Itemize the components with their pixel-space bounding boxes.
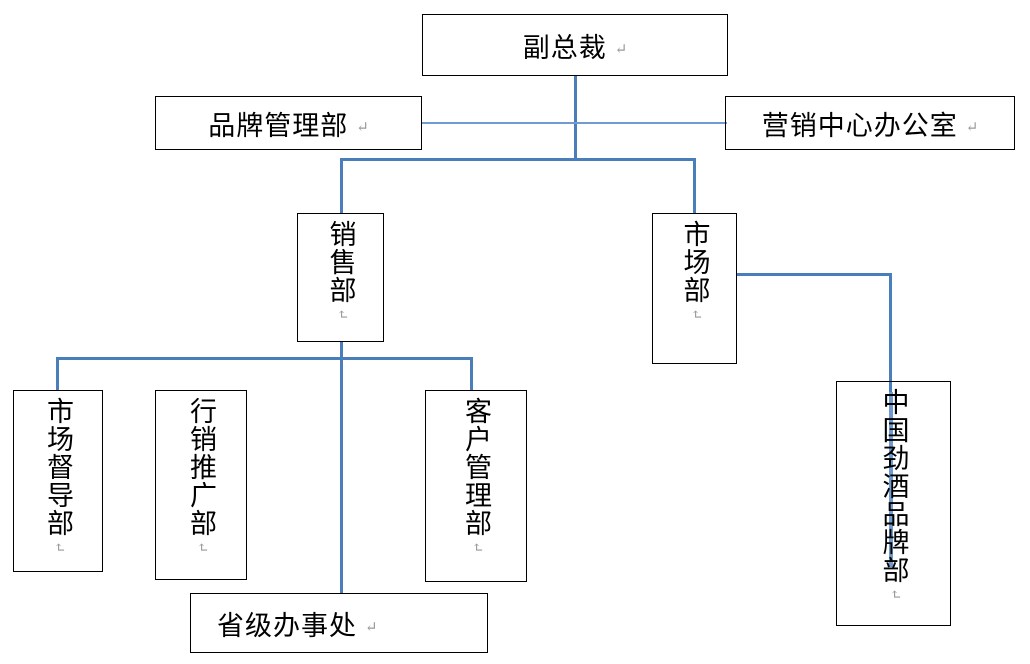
node-label: 行销推广部 xyxy=(186,397,217,537)
paragraph-mark-icon: ↵ xyxy=(356,119,369,136)
connector-vp-trunk xyxy=(574,75,577,160)
paragraph-mark-icon: ↵ xyxy=(687,308,703,320)
paragraph-mark-icon: ↵ xyxy=(468,541,484,553)
node-marketing-promotion[interactable]: 行销推广部 ↵ xyxy=(155,390,247,580)
node-label: 客户管理部 xyxy=(461,397,492,537)
connector-sales-stem xyxy=(340,341,343,360)
node-customer-management[interactable]: 客户管理部 ↵ xyxy=(425,390,527,582)
connector-to-market-supervision xyxy=(56,357,59,391)
node-marketing-center-office[interactable]: 营销中心办公室 ↵ xyxy=(725,96,1015,150)
connector-row3-bar xyxy=(340,158,696,161)
node-label: 中国劲酒品牌部 xyxy=(878,388,909,584)
node-market-supervision[interactable]: 市场督导部 ↵ xyxy=(13,390,103,572)
paragraph-mark-icon: ↵ xyxy=(50,541,66,553)
paragraph-mark-icon: ↵ xyxy=(365,619,378,636)
connector-to-provincial-office xyxy=(340,357,343,594)
node-sales-department[interactable]: 销售部 ↵ xyxy=(297,213,384,342)
connector-sales-children-bar xyxy=(56,357,473,360)
paragraph-mark-icon: ↵ xyxy=(193,541,209,553)
node-provincial-office[interactable]: 省级办事处 ↵ xyxy=(190,593,488,653)
connector-brand-to-office xyxy=(421,122,727,124)
connector-market-to-brand-h xyxy=(737,273,892,276)
connector-inside-brand-box xyxy=(889,392,893,567)
node-label: 营销中心办公室 xyxy=(761,110,958,141)
node-label: 品牌管理部 xyxy=(208,110,349,141)
node-label: 市场部 xyxy=(679,220,710,304)
node-label: 市场督导部 xyxy=(43,397,74,537)
connector-to-sales xyxy=(340,158,343,214)
paragraph-mark-icon: ↵ xyxy=(965,119,979,136)
node-china-jing-brand[interactable]: 中国劲酒品牌部 ↵ xyxy=(836,381,951,626)
paragraph-mark-icon: ↵ xyxy=(614,41,628,58)
node-market-department[interactable]: 市场部 ↵ xyxy=(652,213,737,364)
node-label: 省级办事处 xyxy=(217,610,357,641)
connector-market-to-brand-v xyxy=(889,273,892,392)
node-label: 副总裁 xyxy=(522,32,607,63)
connector-to-customer-management xyxy=(470,357,473,391)
node-vice-president[interactable]: 副总裁 ↵ xyxy=(422,14,728,76)
paragraph-mark-icon: ↵ xyxy=(886,588,902,600)
paragraph-mark-icon: ↵ xyxy=(333,308,349,320)
connector-to-market xyxy=(693,158,696,214)
node-brand-management[interactable]: 品牌管理部 ↵ xyxy=(155,96,422,150)
node-label: 销售部 xyxy=(325,220,356,304)
